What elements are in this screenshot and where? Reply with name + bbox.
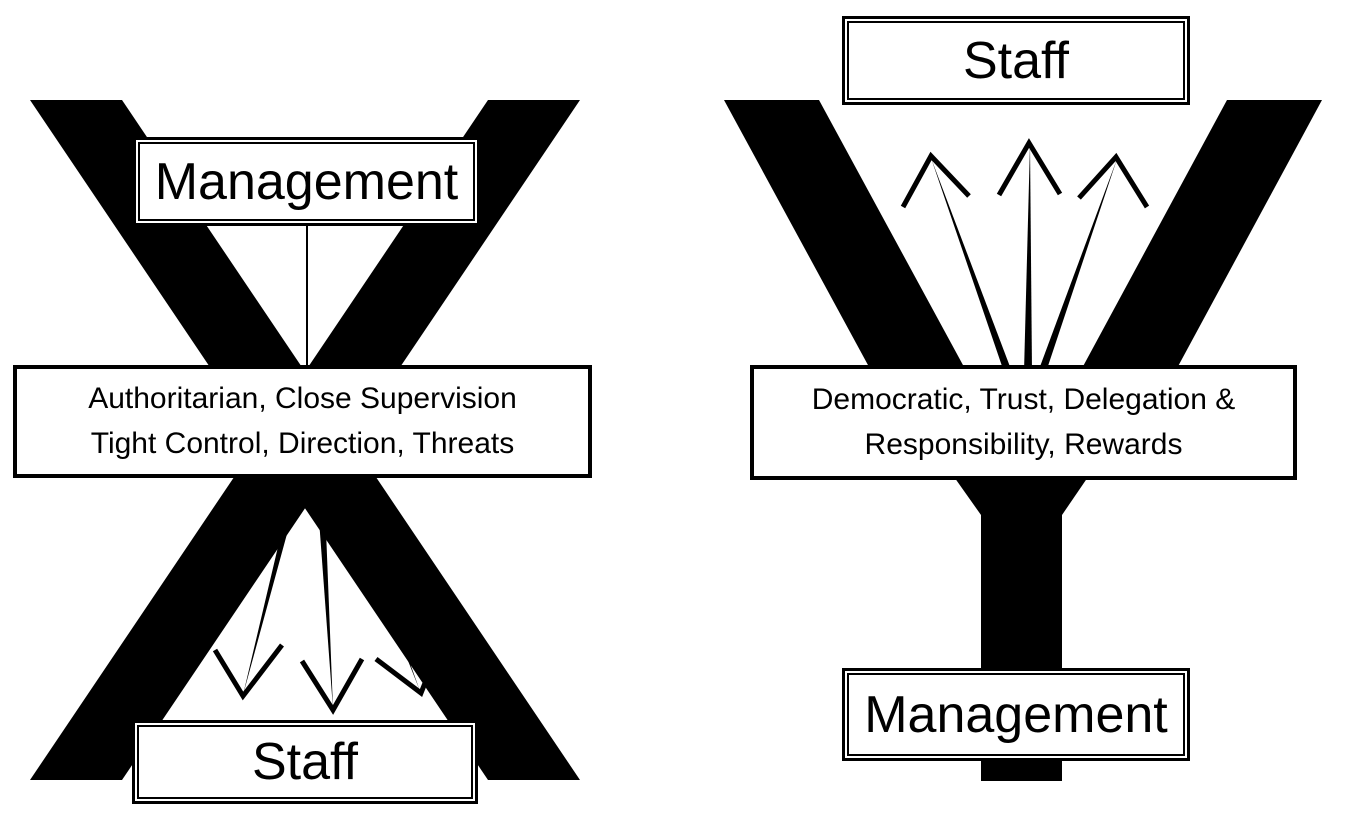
theory-x-staff-label: Staff: [251, 733, 358, 791]
up-arrow-head-middle: [996, 138, 1063, 197]
theory-y-staff-box: Staff: [842, 16, 1190, 105]
theory-y-description-line2: Responsibility, Rewards: [864, 427, 1183, 461]
theory-x-staff-box: Staff: [132, 720, 478, 804]
down-arrow-head-left: [212, 643, 284, 701]
down-arrow-shaft-middle: [316, 479, 333, 709]
theory-y-description-line1: Democratic, Trust, Delegation &: [811, 383, 1236, 417]
theory-x-description-line1: Authoritarian, Close Supervision: [88, 382, 517, 416]
theory-y-management-label: Management: [864, 685, 1168, 744]
down-arrow-shaft-left: [243, 479, 302, 695]
up-arrow-head-left: [900, 151, 971, 209]
theory-x-description-line2: Tight Control, Direction, Threats: [90, 426, 515, 460]
down-arrow-head-middle: [299, 657, 365, 715]
up-arrow-head-right: [1077, 152, 1150, 209]
theory-y-description-box: Democratic, Trust, Delegation & Responsi…: [750, 365, 1297, 480]
theory-x-description-box: Authoritarian, Close Supervision Tight C…: [13, 365, 592, 478]
theory-x-management-label: Management: [154, 152, 459, 211]
up-arrow-shaft-left: [931, 158, 1012, 372]
theory-y-management-box: Management: [842, 668, 1190, 761]
up-arrow-shaft-right: [1038, 159, 1117, 372]
theory-x-management-box: Management: [133, 137, 480, 226]
theory-y-staff-label: Staff: [962, 31, 1069, 90]
y-up-arrows: [900, 138, 1150, 372]
down-arrow-head-right: [374, 637, 446, 697]
x-down-arrows: [212, 479, 446, 715]
up-arrow-shaft-middle: [1024, 144, 1032, 372]
down-arrow-shaft-right: [336, 479, 420, 691]
